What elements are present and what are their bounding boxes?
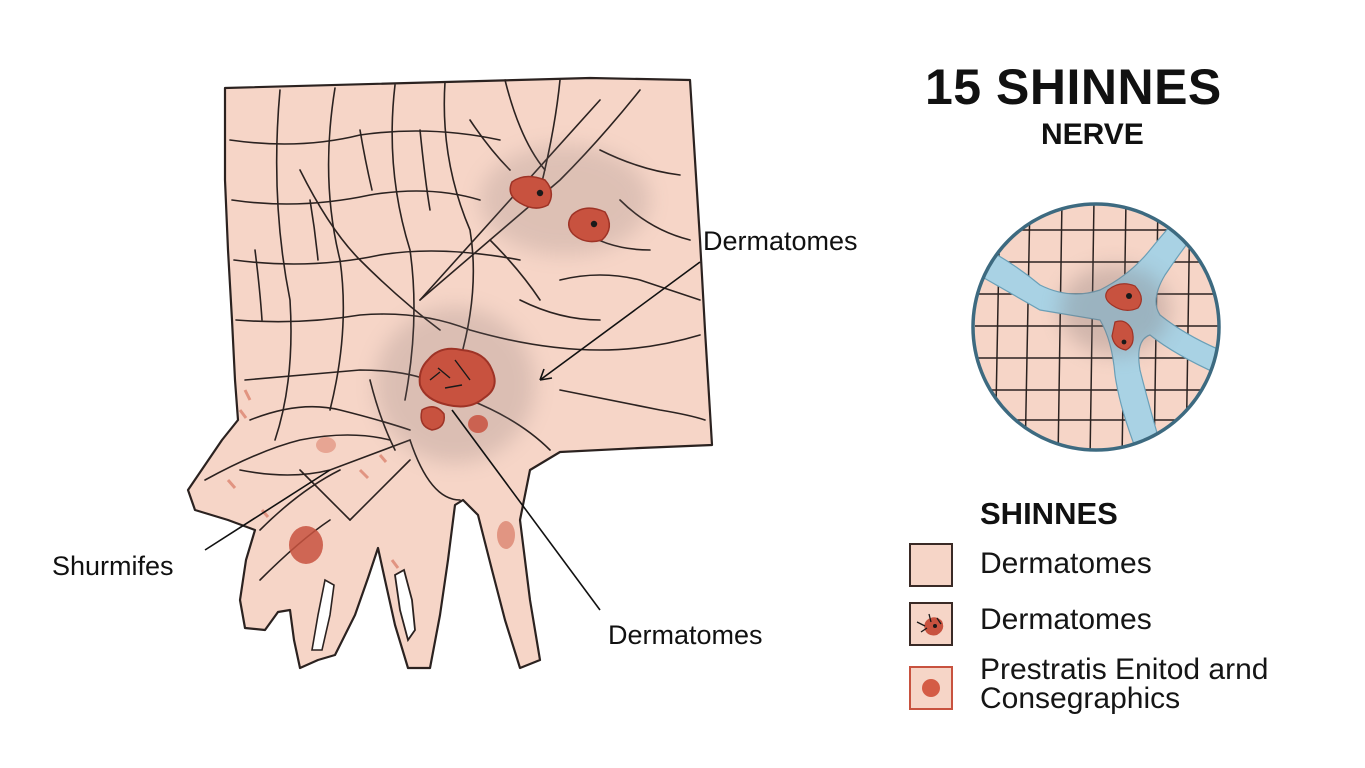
leader-line-upper-right [539,261,701,381]
legend-item-label: Dermatomes [980,547,1152,580]
callout-lines [204,261,701,611]
callout-label-lower-right: Dermatomes [608,620,763,650]
legend-swatch-lesion-skin [909,602,953,646]
callout-label-upper-right: Dermatomes [703,226,858,256]
leader-arrowhead [539,368,553,381]
figure-title: 15 SHINNES [925,59,1222,115]
callout-label-lower-left: Shurmifes [52,551,174,581]
lesions [226,175,611,569]
red-dot-icon [922,679,940,697]
legend-item-label: Prestratis Enitod arnd Consegraphics [980,653,1269,715]
legend-title: SHINNES [980,496,1118,531]
legend-item-label: Dermatomes [980,603,1152,636]
figure-subtitle: NERVE [1041,118,1144,151]
legend-swatch-plain-skin [909,543,953,587]
legend-swatch-red-dot [909,666,953,710]
inset-magnifier [971,202,1221,452]
leader-line-lower-right [451,409,601,611]
leader-line-lower-left [204,469,331,551]
lesion-swatch-icon [916,613,944,636]
